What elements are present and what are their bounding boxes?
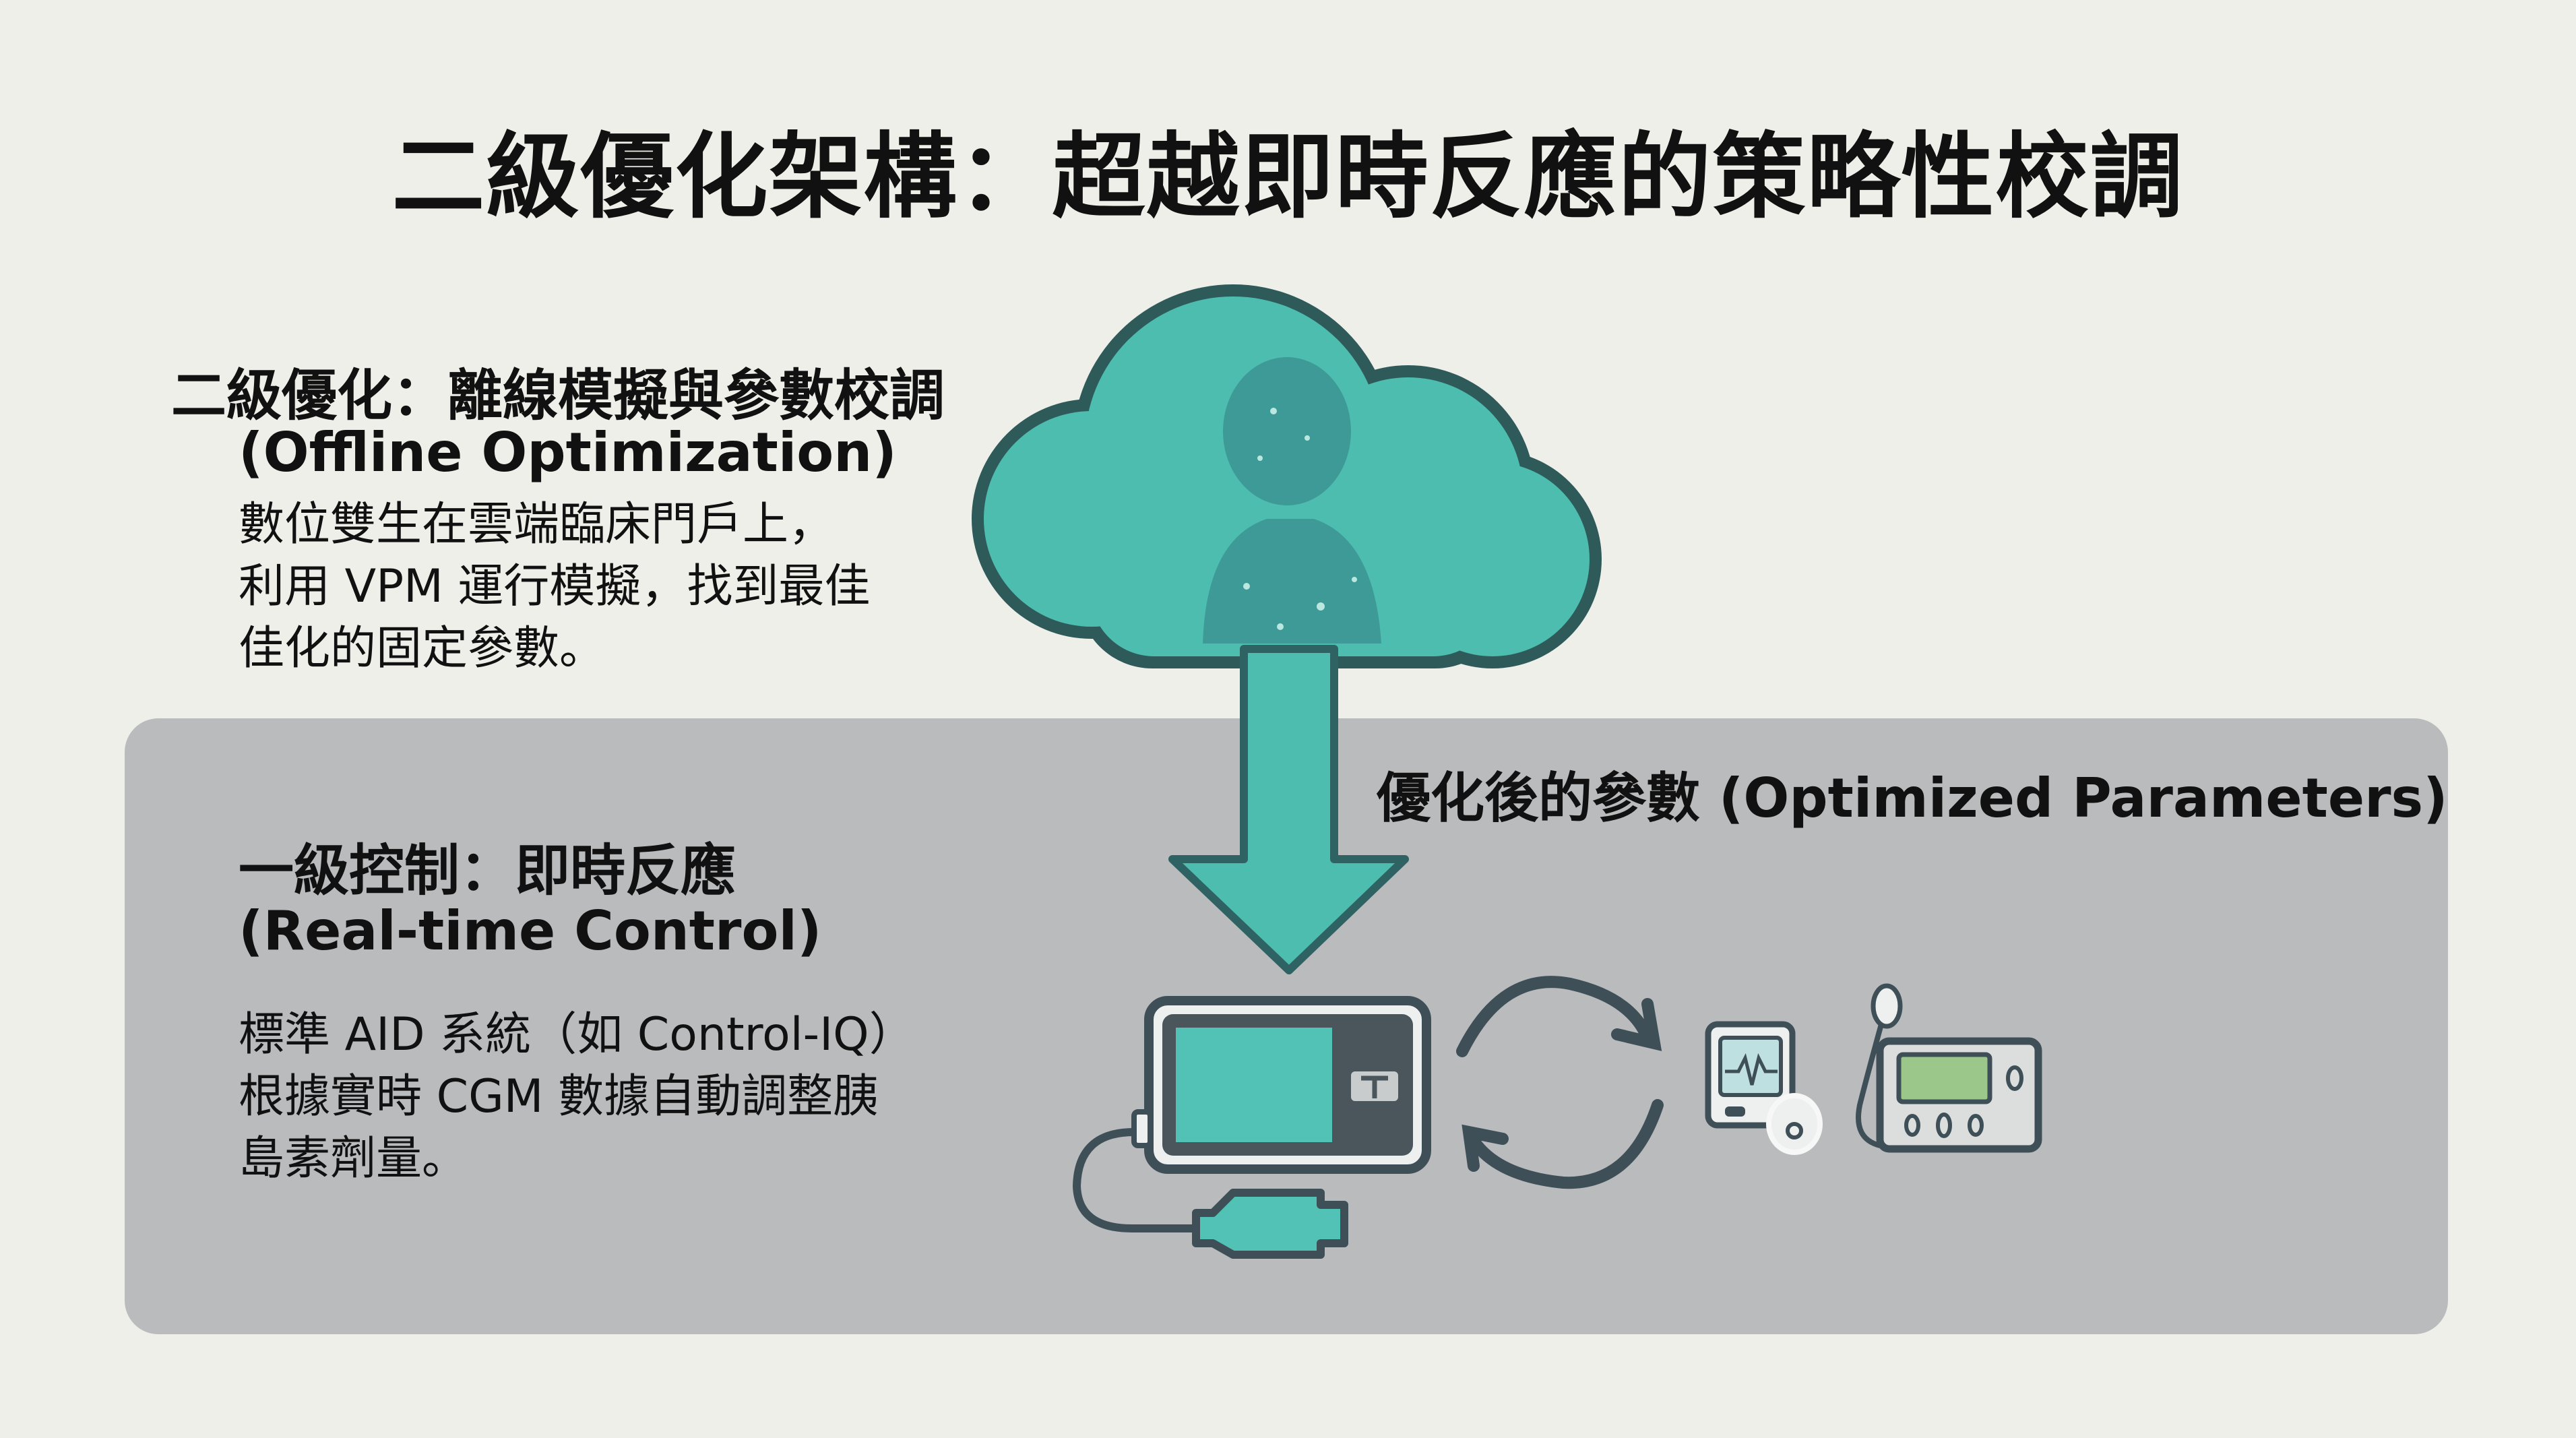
offline-description: 數位雙生在雲端臨床門戶上， 利用 VPM 運行模擬，找到最佳 佳化的固定參數。 [239, 494, 870, 680]
cycle-arrows-icon [1456, 976, 1664, 1189]
offline-heading-en: (Offline Optimization) [239, 421, 897, 484]
realtime-line: 根據實時 CGM 數據自動調整胰 [239, 1070, 879, 1123]
realtime-line: 島素劑量。 [239, 1132, 468, 1185]
realtime-heading: 一級控制：即時反應 [239, 839, 736, 903]
insulin-pump-icon [1072, 996, 1431, 1259]
offline-line: 利用 VPM 運行模擬，找到最佳 [239, 560, 871, 613]
digital-twin-person-icon [1203, 357, 1381, 644]
down-arrow-icon [1168, 645, 1409, 974]
offline-line: 數位雙生在雲端臨床門戶上， [239, 498, 835, 551]
cgm-monitor-icon [1705, 1021, 1823, 1155]
realtime-description: 標準 AID 系統（如 Control-IQ） 根據實時 CGM 數據自動調整胰… [239, 1004, 915, 1190]
realtime-line: 標準 AID 系統（如 Control-IQ） [239, 1008, 915, 1061]
glucose-meter-icon [1856, 983, 2042, 1153]
offline-heading: 二級優化：離線模擬與參數校調 [171, 364, 945, 428]
realtime-heading-en: (Real-time Control) [239, 900, 822, 962]
page-title: 二級優化架構：超越即時反應的策略性校調 [391, 123, 2185, 231]
optimized-parameters-label: 優化後的參數 (Optimized Parameters) [1377, 767, 2448, 830]
offline-line: 佳化的固定參數。 [239, 622, 606, 675]
